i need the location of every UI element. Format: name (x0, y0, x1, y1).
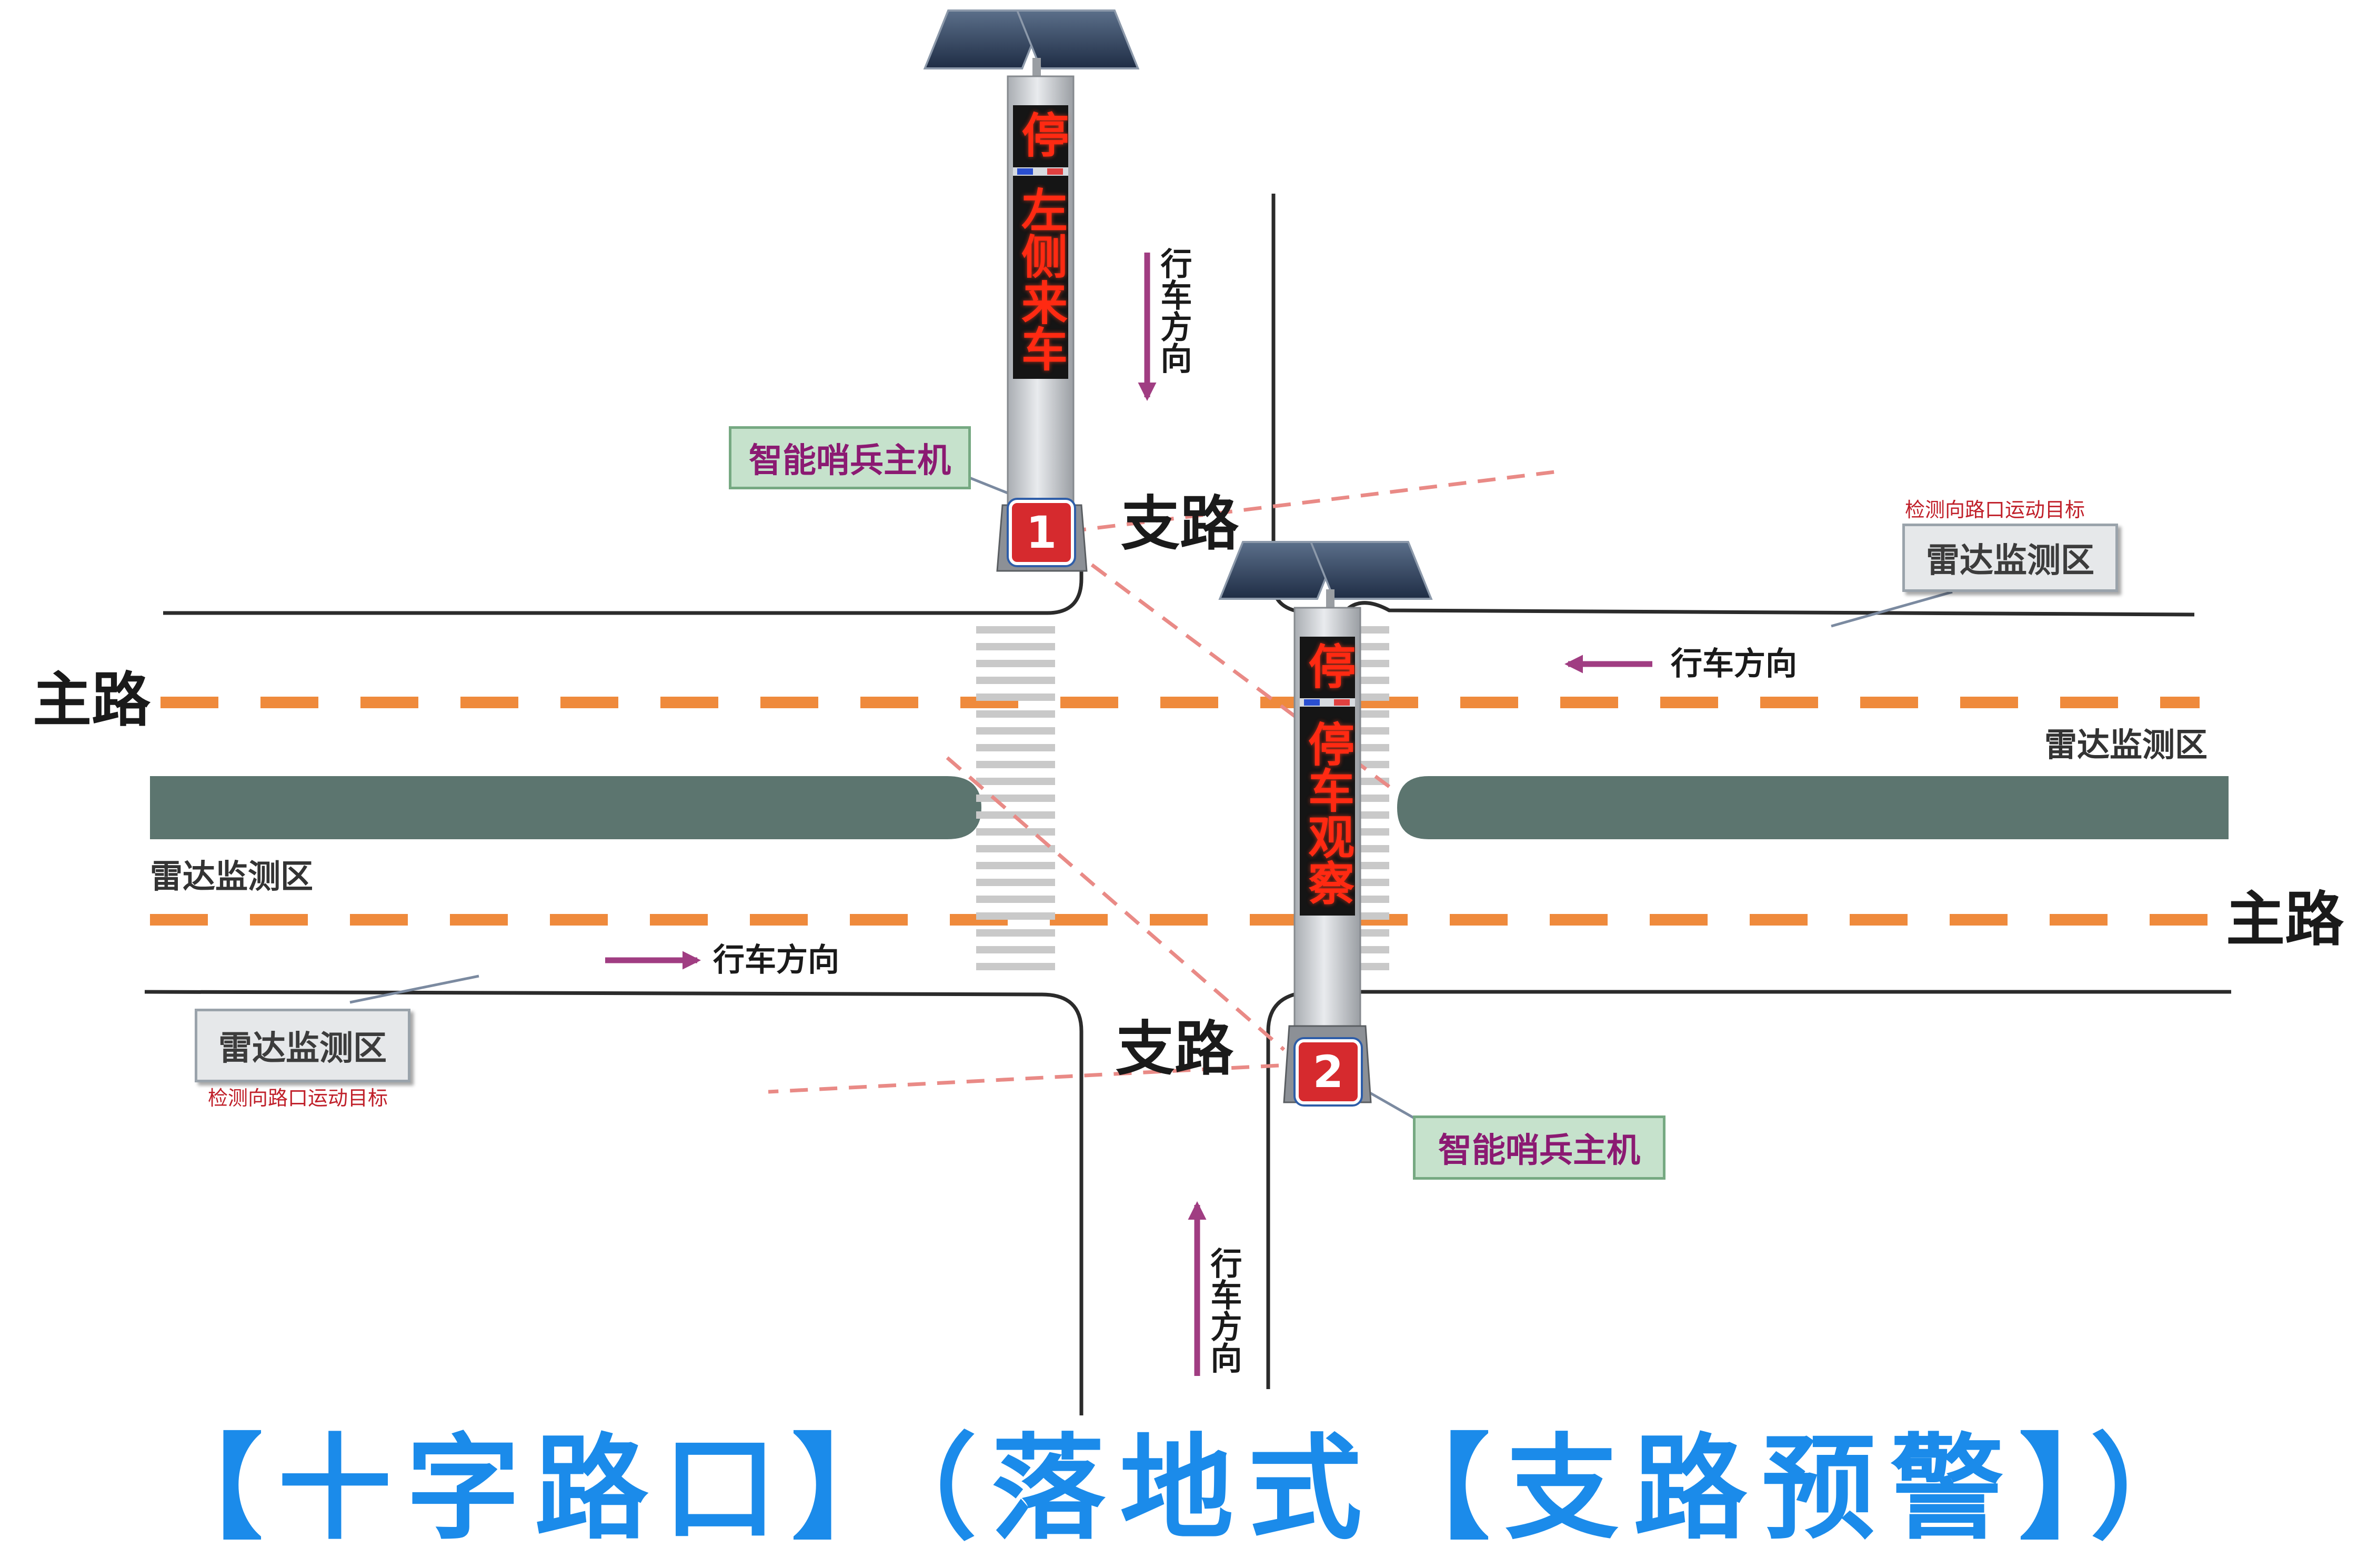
direction-label-bottom: 行车方向 (1205, 1247, 1242, 1373)
detect-note-left: 检测向路口运动目标 (208, 1087, 388, 1110)
direction-label-top: 行车方向 (1155, 247, 1192, 374)
main-road-label-left: 主路 (33, 666, 150, 735)
direction-label-right: 行车方向 (1671, 646, 1797, 682)
radar-zone-callout-left: 雷达监测区 (195, 1009, 410, 1082)
main-road-label-right: 主路 (2226, 885, 2344, 954)
direction-arrows (605, 253, 1652, 1376)
branch-road-label-top: 支路 (1121, 489, 1239, 558)
solar-panel-right-2 (1309, 541, 1433, 600)
host-callout-2: 智能哨兵主机 (1413, 1115, 1665, 1180)
led-bottom-1: 左侧来车 (1014, 186, 1068, 371)
device-badge-1: 1 (1009, 500, 1074, 565)
radar-zone-callout-right: 雷达监测区 (1902, 524, 2118, 592)
led-bottom-2: 停车观察 (1300, 720, 1355, 906)
crosswalk-left (976, 626, 1055, 970)
device-badge-2: 2 (1296, 1039, 1361, 1104)
led-top-1: 停 (1013, 110, 1069, 158)
led-top-2: 停 (1300, 642, 1356, 689)
diagram-title: 【十字路口】（落地式【支路预警】） (149, 1422, 2219, 1555)
host-callout-1: 智能哨兵主机 (729, 426, 971, 489)
radar-zone-label-left: 雷达监测区 (150, 857, 314, 896)
branch-road-label-bottom: 支路 (1116, 1014, 1233, 1083)
detect-note-right: 检测向路口运动目标 (1905, 498, 2085, 521)
lane-dashes (150, 697, 2208, 926)
medians (150, 776, 2229, 839)
radar-zone-label-right: 雷达监测区 (2044, 726, 2208, 764)
solar-panel-right-1 (1016, 9, 1140, 69)
direction-label-left: 行车方向 (713, 942, 839, 979)
